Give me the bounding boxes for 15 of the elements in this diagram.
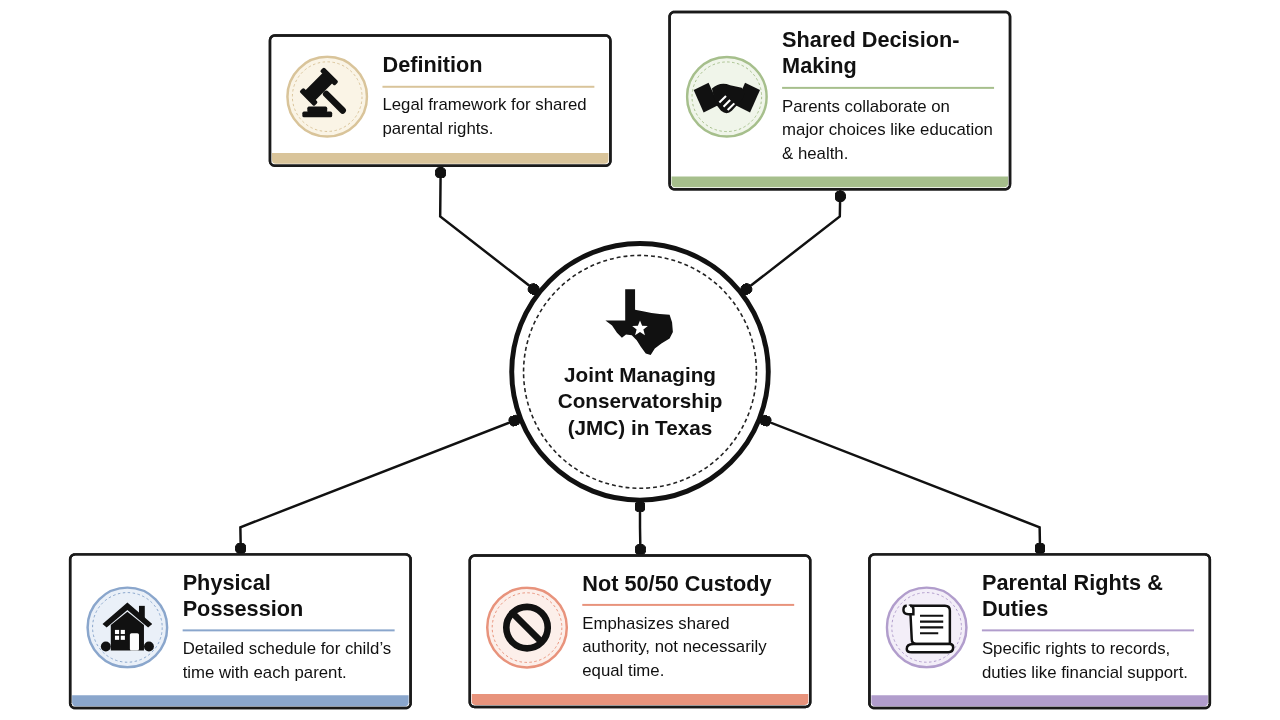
connector-line [759,414,1046,555]
card-heading: Parental Rights & Duties [981,570,1195,632]
connector-line [740,189,847,296]
card-text: Parents collaborate on major choices like education & health. [782,96,993,163]
connector-line [434,166,540,296]
card-heading: Definition [382,52,595,88]
card-text: Emphasizes shared authority, not necessarily equal time. [582,614,767,681]
hub-title: Joint Managing Conservatorship (JMC) in Texas [556,362,724,441]
connector-line [234,414,521,555]
card-text: Detailed schedule for child’s time with each parent. [182,639,392,682]
card-text: Specific rights to records, duties like financial support. [981,639,1188,682]
card-text: Legal framework for shared parental rights. [382,95,587,138]
card-heading: Not 50/50 Custody [582,571,795,607]
card-heading: Shared Decision-Making [782,27,995,89]
card-heading: Physical Possession [182,570,395,632]
